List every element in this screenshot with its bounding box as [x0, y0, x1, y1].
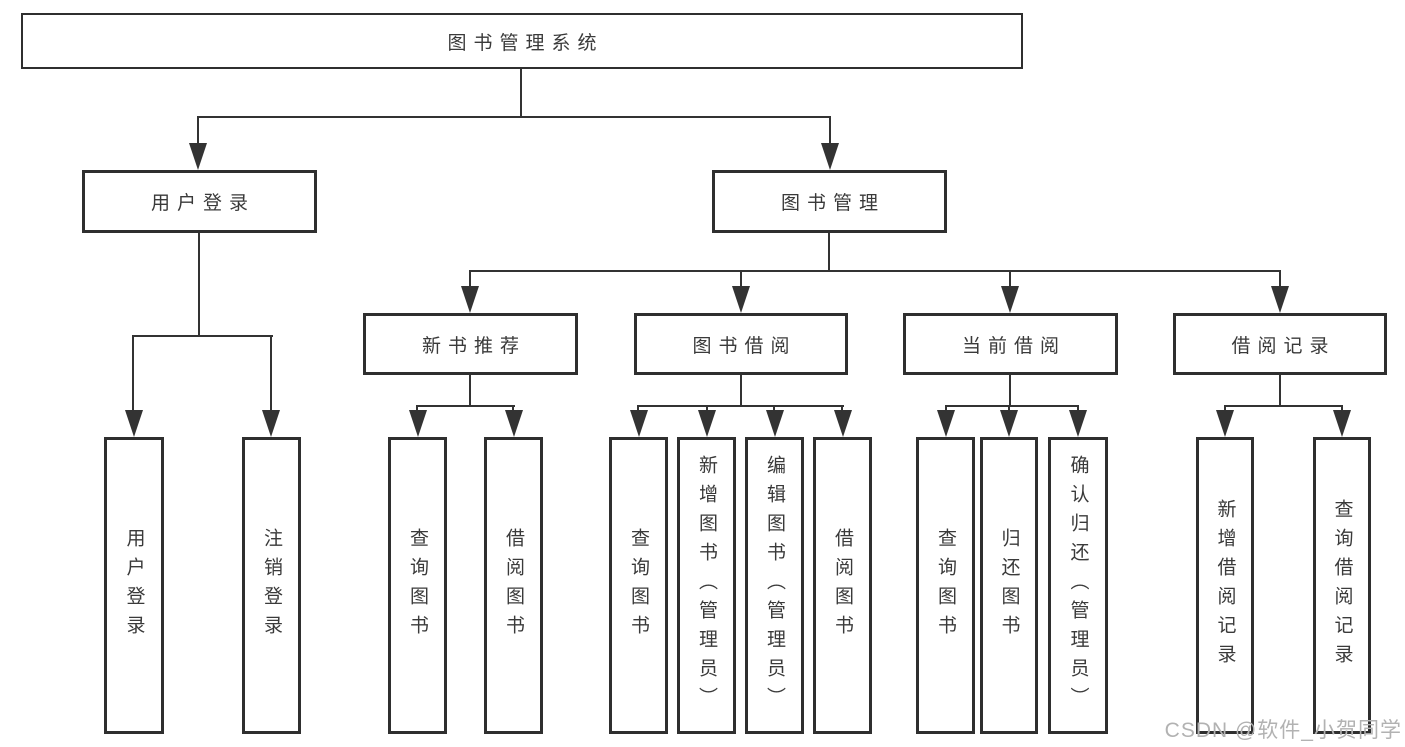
- node-add-borrow-record: 新增借阅记录: [1196, 437, 1254, 734]
- connector-vline: [706, 405, 708, 413]
- node-user-login: 用户登录: [82, 170, 317, 233]
- connector-vline: [740, 375, 742, 407]
- arrow-down: [125, 410, 143, 437]
- node-label: 查询借阅记录: [1331, 498, 1353, 673]
- node-borrow-books-recommend: 借阅图书: [484, 437, 543, 734]
- connector-vline: [1009, 270, 1011, 290]
- node-confirm-return-admin: 确认归还（管理员）: [1048, 437, 1108, 734]
- node-query-books-recommend: 查询图书: [388, 437, 447, 734]
- csdn-watermark: CSDN @软件_小贺同学: [1164, 719, 1402, 742]
- node-label: 查询图书: [628, 527, 649, 644]
- connector-vline: [773, 405, 775, 413]
- arrow-down: [1216, 410, 1234, 437]
- node-label: 新书推荐: [421, 335, 526, 357]
- node-query-books-borrowing: 查询图书: [609, 437, 668, 734]
- connector-vline: [416, 405, 418, 413]
- arrow-down: [189, 143, 207, 170]
- connector-vline: [512, 405, 514, 413]
- node-return-books: 归还图书: [980, 437, 1038, 734]
- node-label: 编辑图书（管理员）: [764, 455, 785, 716]
- arrow-down: [732, 286, 750, 313]
- arrow-down: [698, 410, 716, 437]
- node-edit-books-admin: 编辑图书（管理员）: [745, 437, 804, 734]
- node-label: 确认归还（管理员）: [1067, 455, 1089, 716]
- connector-vline: [841, 405, 843, 413]
- connector-vline: [1279, 270, 1281, 290]
- node-user-login-leaf: 用户登录: [104, 437, 164, 734]
- connector-vline: [828, 233, 830, 272]
- node-label: 查询图书: [935, 527, 956, 644]
- arrow-down: [262, 410, 280, 437]
- connector-hline: [197, 116, 831, 118]
- connector-vline: [1077, 405, 1079, 413]
- connector-hline: [637, 405, 844, 407]
- arrow-down: [821, 143, 839, 170]
- connector-hline: [416, 405, 515, 407]
- connector-hline: [1224, 405, 1343, 407]
- connector-vline: [198, 233, 200, 337]
- arrow-down: [505, 410, 523, 437]
- connector-vline: [197, 116, 199, 146]
- arrow-down: [834, 410, 852, 437]
- node-label: 借阅记录: [1231, 335, 1336, 357]
- connector-vline: [469, 375, 471, 407]
- connector-vline: [1279, 375, 1281, 407]
- arrow-down: [1069, 410, 1087, 437]
- arrow-down: [409, 410, 427, 437]
- node-label: 注销登录: [261, 527, 282, 644]
- arrow-down: [937, 410, 955, 437]
- connector-vline: [945, 405, 947, 413]
- node-label: 用户登录: [123, 527, 145, 644]
- node-book-borrowing: 图书借阅: [634, 313, 848, 375]
- node-query-books-current: 查询图书: [916, 437, 975, 734]
- connector-vline: [469, 270, 471, 290]
- arrow-down: [630, 410, 648, 437]
- node-label: 归还图书: [998, 527, 1020, 644]
- arrow-down: [1001, 286, 1019, 313]
- node-borrowing-records: 借阅记录: [1173, 313, 1387, 375]
- connector-vline: [1341, 405, 1343, 413]
- connector-hline: [132, 335, 273, 337]
- connector-vline: [740, 270, 742, 290]
- node-label: 用户登录: [150, 193, 255, 214]
- node-label: 图书管理系统: [447, 32, 604, 54]
- connector-hline: [945, 405, 1079, 407]
- connector-vline: [1224, 405, 1226, 413]
- node-borrow-books: 借阅图书: [813, 437, 872, 734]
- connector-vline: [829, 116, 831, 146]
- arrow-down: [1271, 286, 1289, 313]
- node-label: 借阅图书: [832, 527, 853, 644]
- arrow-down: [1333, 410, 1351, 437]
- node-logout: 注销登录: [242, 437, 301, 734]
- node-label: 借阅图书: [503, 527, 524, 644]
- arrow-down: [1000, 410, 1018, 437]
- node-query-borrow-record: 查询借阅记录: [1313, 437, 1371, 734]
- node-label: 新增图书（管理员）: [696, 455, 717, 716]
- node-label: 图书管理: [780, 193, 885, 214]
- node-label: 查询图书: [407, 527, 428, 644]
- connector-hline: [469, 270, 1281, 272]
- node-book-management: 图书管理: [712, 170, 947, 233]
- connector-vline: [637, 405, 639, 413]
- node-label: 图书借阅: [692, 335, 797, 357]
- node-new-book-recommendation: 新书推荐: [363, 313, 578, 375]
- connector-vline: [1008, 405, 1010, 413]
- connector-vline: [270, 335, 272, 413]
- node-add-books-admin: 新增图书（管理员）: [677, 437, 736, 734]
- node-library-management-system: 图书管理系统: [21, 13, 1023, 69]
- connector-vline: [1009, 375, 1011, 407]
- node-label: 新增借阅记录: [1214, 498, 1236, 673]
- node-current-borrowing: 当前借阅: [903, 313, 1118, 375]
- connector-vline: [132, 335, 134, 413]
- node-label: 当前借阅: [961, 335, 1066, 357]
- arrow-down: [766, 410, 784, 437]
- connector-vline: [520, 69, 522, 118]
- arrow-down: [461, 286, 479, 313]
